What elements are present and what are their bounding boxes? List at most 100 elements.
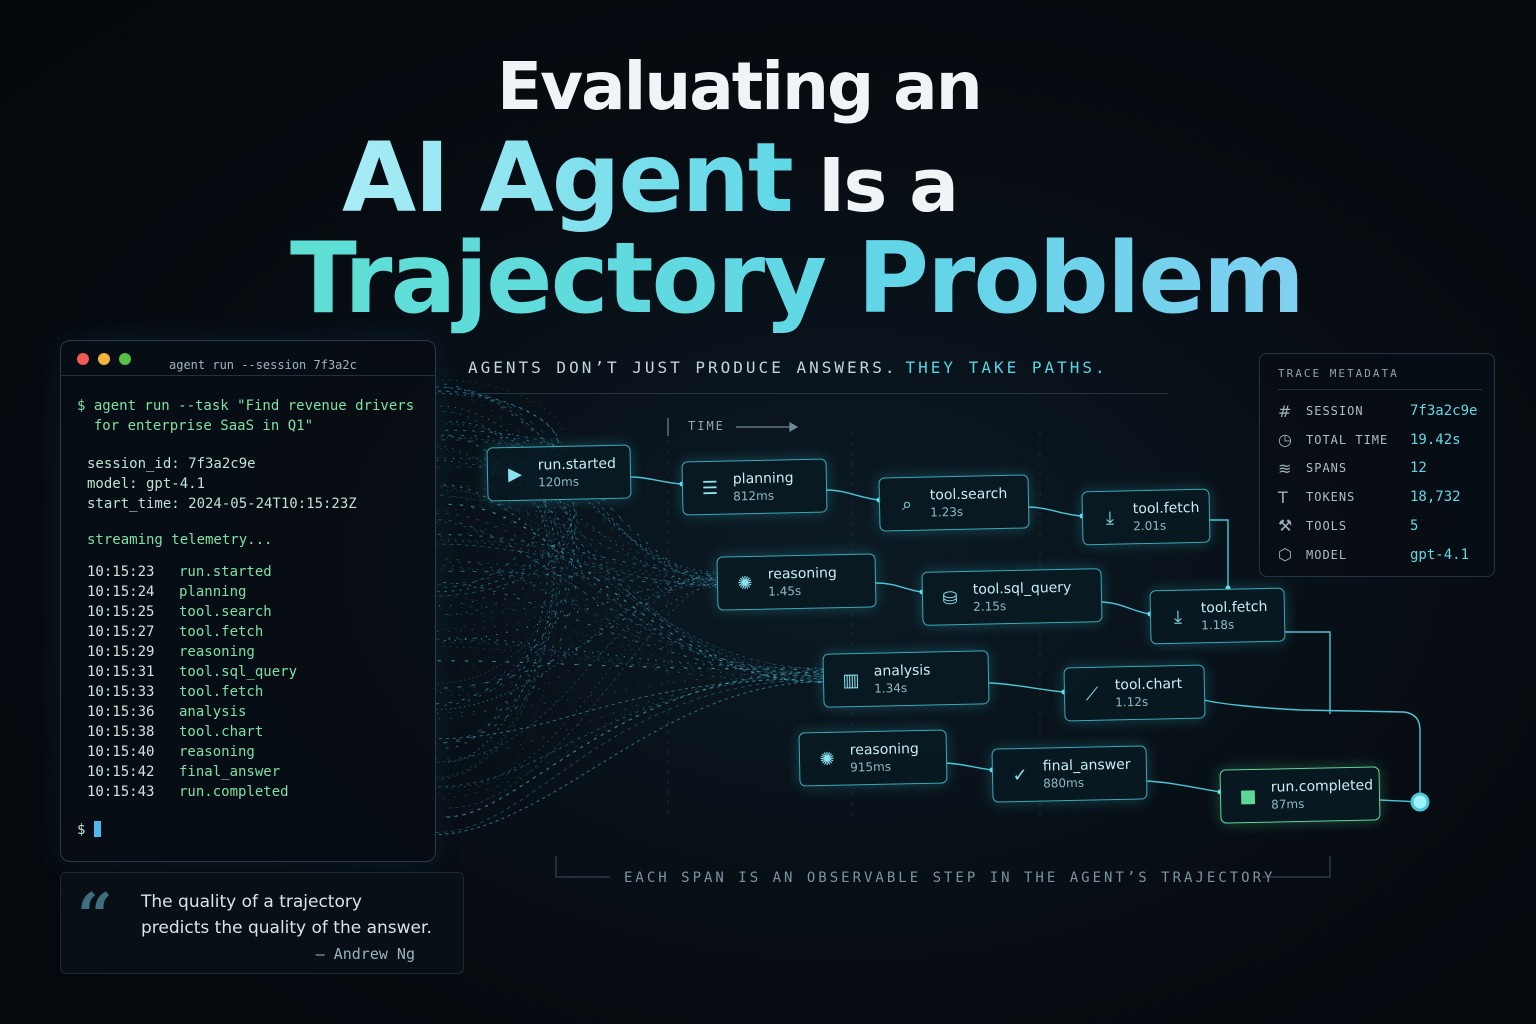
terminal-prompt[interactable]: $ (77, 820, 425, 840)
particle-stream (446, 490, 824, 674)
log-event: planning (179, 584, 247, 600)
span-name: final_answer (1042, 756, 1131, 775)
particle-stream (446, 586, 718, 789)
particle-stream (444, 576, 718, 642)
database-icon: ⛁ (942, 587, 958, 609)
particle-stream (446, 671, 824, 818)
wrench-icon: ⚒ (1278, 516, 1293, 536)
span-name: tool.chart (1114, 675, 1183, 693)
particle-stream (431, 577, 718, 711)
particle-stream (436, 475, 553, 778)
span-duration: 1.18s (1201, 617, 1235, 632)
particle-stream (446, 475, 549, 749)
log-event: tool.search (179, 604, 272, 620)
particle-stream (437, 584, 718, 632)
cube-icon: ⬡ (1278, 545, 1292, 564)
minimize-window-button[interactable] (98, 353, 110, 365)
span-duration: 880ms (1043, 775, 1085, 791)
particle-stream (430, 495, 718, 578)
span-duration: 1.45s (768, 583, 802, 599)
particle-stream (437, 660, 824, 670)
log-timestamp: 10:15:23 (87, 564, 155, 580)
particle-stream (448, 582, 718, 809)
log-event: run.started (179, 564, 272, 580)
particle-stream (449, 584, 718, 697)
span-duration: 1.12s (1115, 694, 1149, 709)
log-timestamp: 10:15:38 (87, 724, 155, 740)
play-icon: ▶ (507, 463, 523, 485)
span-duration: 915ms (850, 759, 892, 774)
particle-stream (435, 565, 824, 678)
log-event: reasoning (179, 744, 255, 760)
span-duration: 1.34s (874, 680, 908, 696)
metadata-title: TRACE METADATA (1278, 367, 1399, 380)
terminal-output[interactable]: $ agent run --task "Find revenue drivers… (77, 396, 425, 840)
particle-stream (434, 674, 824, 760)
span-name: run.started (537, 455, 617, 473)
particle-stream (442, 642, 824, 673)
hash-icon: # (1278, 401, 1292, 421)
layers-icon: ≋ (1278, 458, 1292, 478)
span-name: tool.fetch (1200, 598, 1268, 616)
particle-stream (440, 467, 579, 693)
particle-stream (434, 543, 718, 587)
session-id-line: session_id: 7f3a2c9e (87, 456, 256, 472)
metadata-divider (1278, 389, 1482, 390)
subtitle-accent: THEY TAKE PATHS. (905, 358, 1108, 377)
particle-stream (444, 472, 557, 817)
particle-stream (442, 411, 824, 677)
span-duration: 2.01s (1133, 518, 1167, 533)
particle-stream (432, 678, 824, 740)
footer-bracket (555, 856, 1331, 878)
particle-stream (431, 674, 824, 799)
particle-stream (436, 457, 571, 472)
metadata-key: TOTAL TIME (1306, 432, 1389, 447)
list-icon: ☰ (701, 477, 719, 499)
particle-stream (436, 445, 824, 670)
maximize-window-button[interactable] (119, 353, 131, 365)
quote-mark-icon: “ (77, 879, 113, 952)
check-circle-icon: ✓ (1012, 764, 1028, 786)
command-line-1: $ agent run --task "Find revenue drivers (77, 398, 415, 414)
log-timestamp: 10:15:43 (87, 784, 155, 800)
particle-stream (441, 434, 824, 682)
footer-caption: EACH SPAN IS AN OBSERVABLE STEP IN THE A… (624, 870, 1276, 886)
metadata-key: SESSION (1306, 404, 1364, 418)
metadata-key: SPANS (1306, 461, 1348, 476)
quote-author: – Andrew Ng (315, 945, 415, 963)
span-name: planning (732, 469, 794, 487)
metadata-value: gpt-4.1 (1410, 546, 1470, 563)
subtitle-divider (466, 393, 1168, 394)
log-timestamp: 10:15:42 (87, 764, 155, 780)
close-window-button[interactable] (77, 353, 89, 365)
search-icon: ⌕ (901, 493, 913, 515)
cursor (93, 821, 101, 837)
streaming-status: streaming telemetry... (87, 532, 273, 548)
terminal-window: agent run --session 7f3a2c $ agent run -… (60, 340, 436, 862)
span-duration: 120ms (538, 474, 580, 489)
